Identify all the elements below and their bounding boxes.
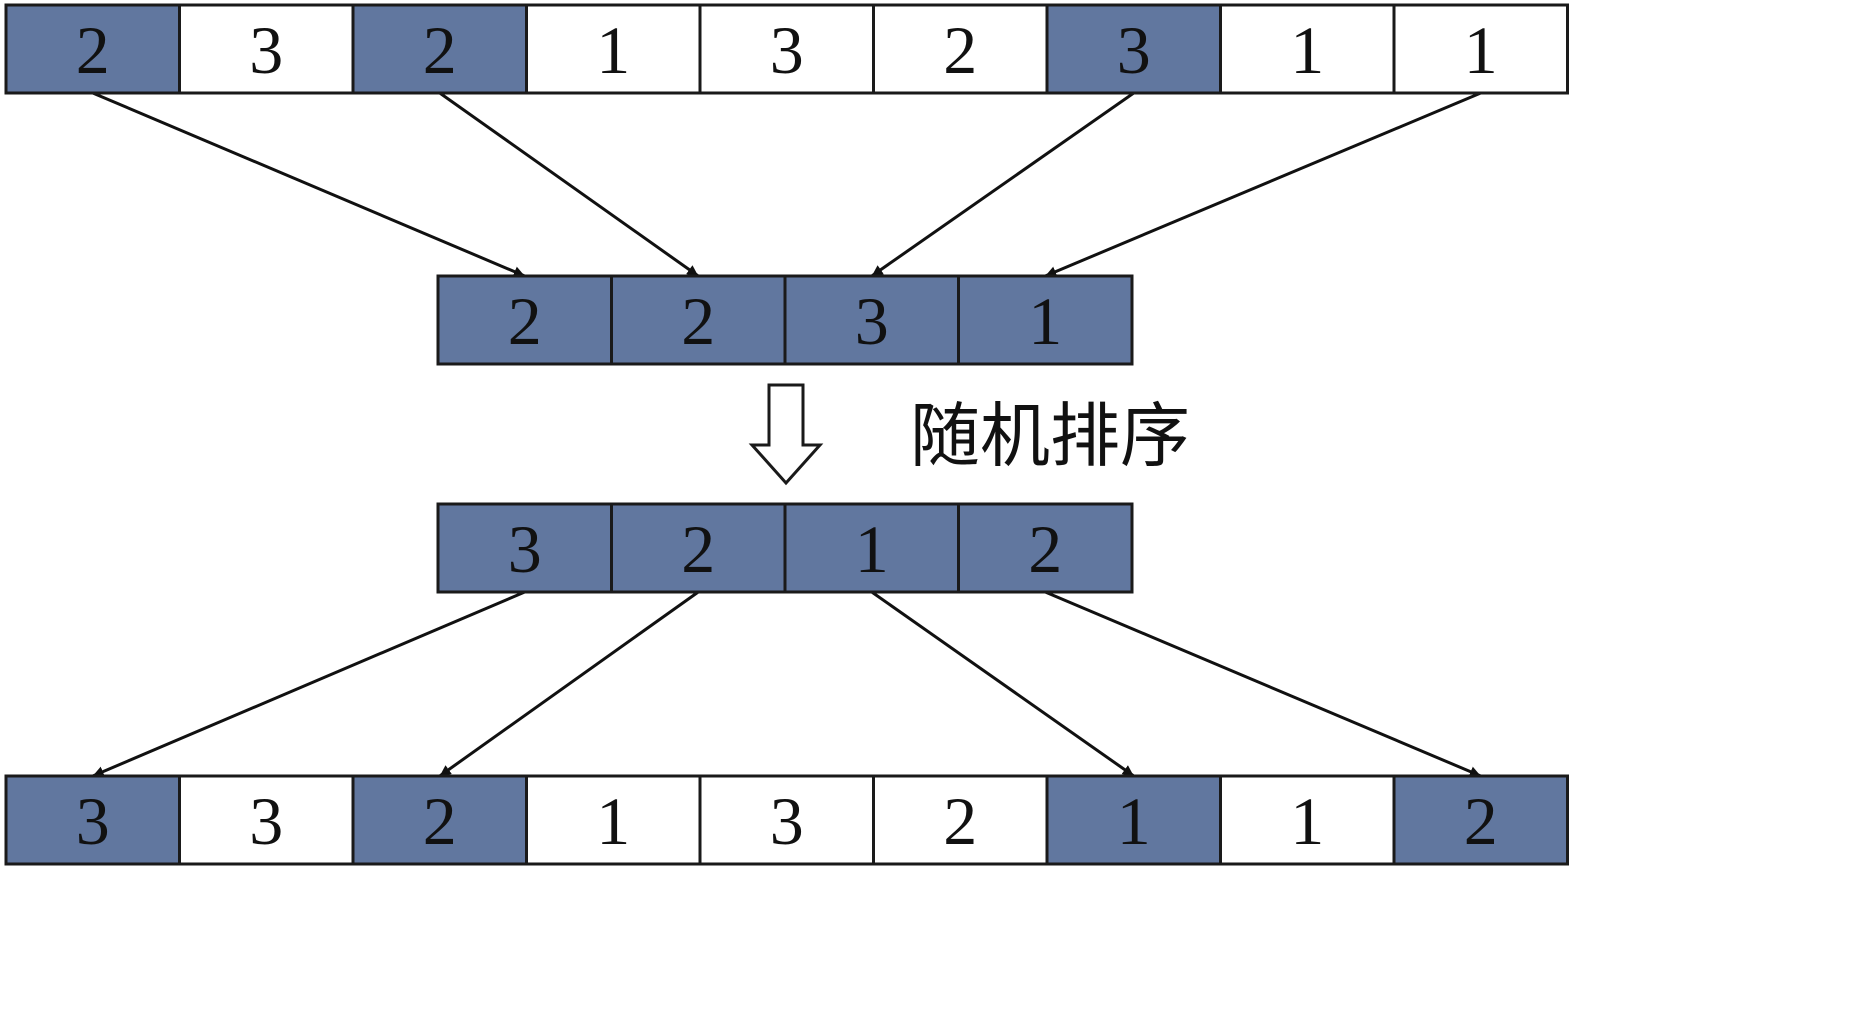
cell-value: 1 — [1290, 783, 1324, 859]
cell-value: 3 — [508, 511, 542, 587]
array-cell-highlighted — [351, 774, 528, 866]
array-rows: 2 3 2 1 3 2 3 1 1 2 2 3 1 3 2 1 2 3 3 2 1 3 2 1 1 2 — [4, 3, 1569, 866]
array-cell — [178, 3, 355, 95]
array-cell-highlighted — [783, 274, 960, 366]
cell-value: 3 — [249, 783, 283, 859]
cell-value: 1 — [1464, 12, 1498, 88]
array-cell — [1392, 3, 1569, 95]
array-row-shuffled: 3 2 1 2 — [436, 502, 1134, 594]
array-cell-highlighted — [436, 502, 613, 594]
shuffle-label: 随机排序 — [910, 395, 1190, 477]
cell-value: 3 — [76, 783, 110, 859]
cell-value: 3 — [249, 12, 283, 88]
array-row-selected: 2 2 3 1 — [436, 274, 1134, 366]
connector-arrow — [1044, 590, 1482, 778]
cell-value: 2 — [943, 783, 977, 859]
cell-value: 3 — [770, 783, 804, 859]
array-row-result: 3 3 2 1 3 2 1 1 2 — [4, 774, 1569, 866]
cell-value: 1 — [596, 12, 630, 88]
array-cell-highlighted — [957, 502, 1134, 594]
connector-arrow — [1044, 91, 1482, 278]
cell-value: 2 — [681, 283, 715, 359]
cell-value: 2 — [423, 12, 457, 88]
array-cell-highlighted — [4, 774, 181, 866]
array-cell — [872, 3, 1049, 95]
array-cell — [1219, 3, 1396, 95]
array-cell-highlighted — [610, 274, 787, 366]
array-cell-highlighted — [436, 274, 613, 366]
cell-value: 2 — [943, 12, 977, 88]
connector-arrow — [438, 91, 700, 278]
cell-value: 1 — [596, 783, 630, 859]
cell-value: 2 — [1028, 511, 1062, 587]
array-cell-highlighted — [610, 502, 787, 594]
cell-value: 1 — [1117, 783, 1151, 859]
array-cell-highlighted — [1392, 774, 1569, 866]
connector-arrows — [92, 91, 1482, 778]
cell-value: 3 — [1117, 12, 1151, 88]
array-cell-highlighted — [783, 502, 960, 594]
cell-value: 3 — [855, 283, 889, 359]
cell-value: 1 — [855, 511, 889, 587]
array-cell-highlighted — [957, 274, 1134, 366]
connector-arrow — [438, 590, 700, 778]
connector-arrow — [92, 91, 526, 278]
cell-value: 2 — [76, 12, 110, 88]
cell-value: 2 — [1464, 783, 1498, 859]
array-cell — [698, 774, 875, 866]
connector-arrow — [870, 91, 1135, 278]
cell-value: 2 — [508, 283, 542, 359]
connector-arrow — [870, 590, 1135, 778]
array-row-original: 2 3 2 1 3 2 3 1 1 — [4, 3, 1569, 95]
cell-value: 1 — [1028, 283, 1062, 359]
array-cell-highlighted — [4, 3, 181, 95]
cell-value: 2 — [681, 511, 715, 587]
cell-value: 3 — [770, 12, 804, 88]
connector-arrow — [92, 590, 526, 778]
cell-value: 2 — [423, 783, 457, 859]
array-cell-highlighted — [1045, 3, 1222, 95]
cell-value: 1 — [1290, 12, 1324, 88]
down-arrow-icon — [748, 383, 824, 486]
